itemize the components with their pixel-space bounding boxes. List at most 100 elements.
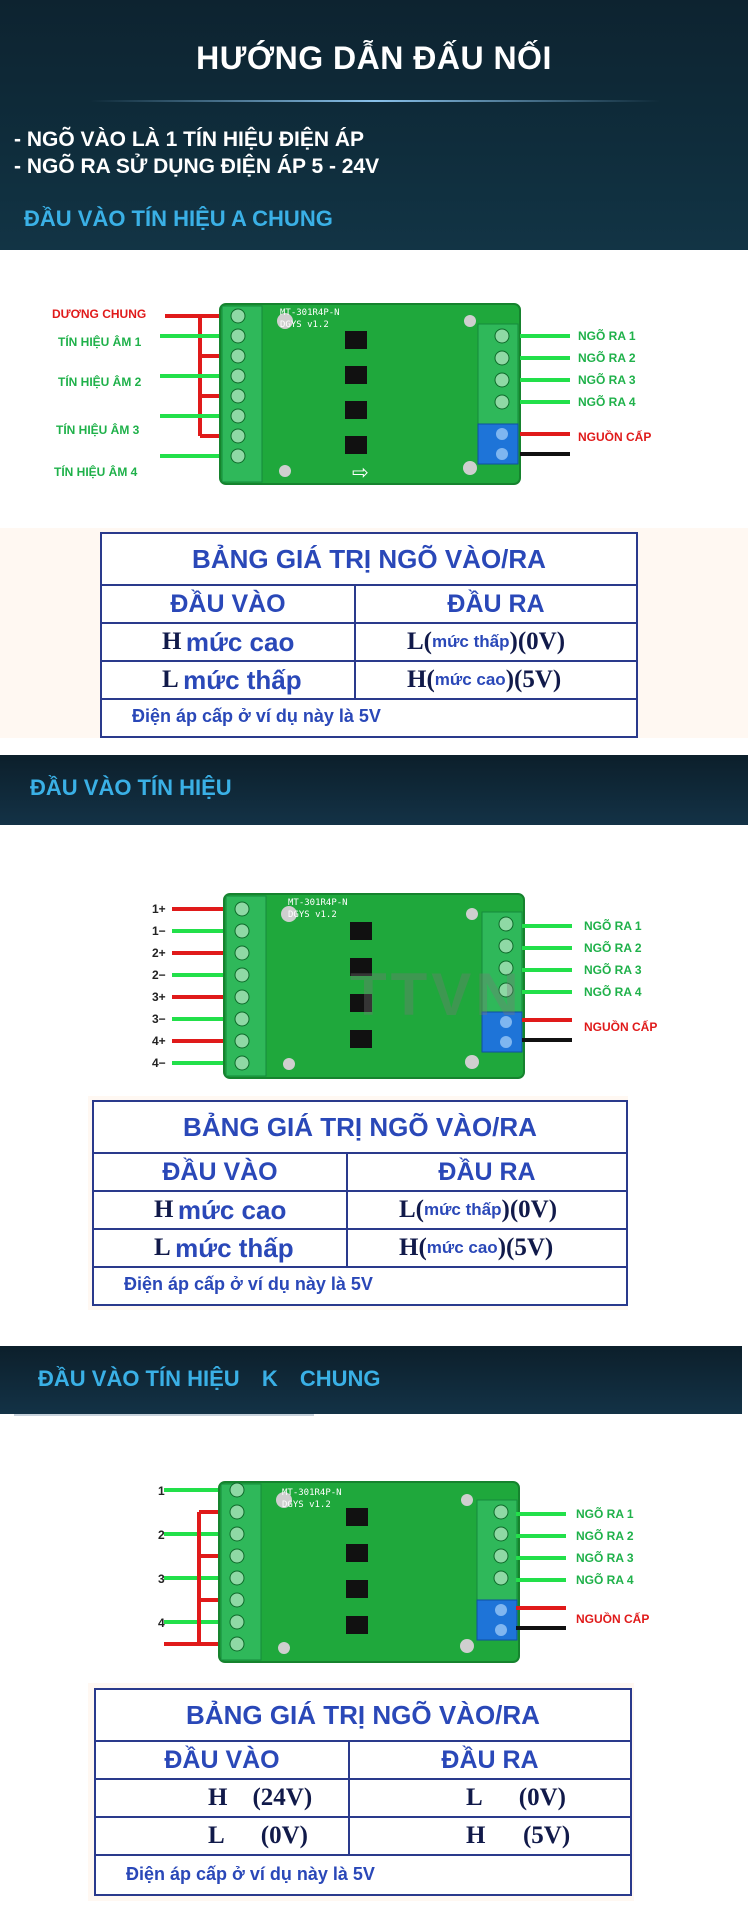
s2-label-1p: 1+ [152, 902, 166, 916]
col-input-header: ĐẦU VÀO [170, 589, 286, 618]
table-title: BẢNG GIÁ TRỊ NGÕ VÀO/RA [186, 1699, 540, 1730]
s1-output-label-2: NGÕ RA 2 [578, 351, 636, 365]
header-banner: HƯỚNG DẪN ĐẤU NỐI - NGÕ VÀO LÀ 1 TÍN HIỆ… [0, 0, 748, 250]
section3-underline [14, 1414, 314, 1416]
s1-output-wires [520, 334, 570, 456]
output-code: L( [399, 1196, 424, 1223]
title-underline [90, 100, 660, 102]
s2-output-label-3: NGÕ RA 3 [584, 963, 642, 977]
s3-output-label-3: NGÕ RA 3 [576, 1551, 634, 1565]
table-title-row: BẢNG GIÁ TRỊ NGÕ VÀO/RA [96, 1690, 630, 1742]
output-code: L( [407, 628, 432, 655]
input-level: mức cao [177, 1194, 287, 1225]
table-title: BẢNG GIÁ TRỊ NGÕ VÀO/RA [192, 543, 546, 574]
input-code: H [162, 628, 182, 655]
input-value: L (0V) [208, 1822, 308, 1849]
s1-board-silk-model: MT-301R4P-N [280, 308, 340, 318]
s3-output-label-4: NGÕ RA 4 [576, 1573, 634, 1587]
s1-label-signal-1: TÍN HIỆU ÂM 1 [58, 335, 142, 349]
col-input-header: ĐẦU VÀO [162, 1157, 278, 1186]
section3-title-suffix: CHUNG [299, 1366, 381, 1391]
output-voltage: )(5V) [497, 1234, 554, 1261]
section2-title: ĐẦU VÀO TÍN HIỆU [30, 775, 232, 800]
s2-wiring-diagram [172, 893, 525, 1079]
col-output-header: ĐẦU RA [447, 589, 545, 618]
table-note: Điện áp cấp ở ví dụ này là 5V [132, 706, 381, 726]
s3-label-4: 4 [158, 1616, 165, 1630]
input-code: L [162, 666, 179, 693]
output-value: L (0V) [466, 1784, 566, 1811]
input-level: mức thấp [175, 1232, 294, 1263]
s2-board-silk-model: MT-301R4P-N [288, 898, 348, 908]
output-level: mức thấp [424, 1200, 502, 1219]
s3-board-silk-version: DGYS v1.2 [282, 1500, 331, 1510]
s2-label-2n: 2− [152, 968, 166, 982]
table-title: BẢNG GIÁ TRỊ NGÕ VÀO/RA [183, 1111, 537, 1142]
section2-banner: ĐẦU VÀO TÍN HIỆU [0, 755, 748, 825]
s1-value-table: BẢNG GIÁ TRỊ NGÕ VÀO/RA ĐẦU VÀO ĐẦU RA H… [100, 532, 638, 738]
page-title: HƯỚNG DẪN ĐẤU NỐI [196, 40, 552, 76]
output-level: mức cao [426, 1238, 498, 1257]
output-code: H( [407, 666, 435, 693]
s3-output-wires [516, 1512, 566, 1630]
table-header-row: ĐẦU VÀO ĐẦU RA [94, 1154, 626, 1192]
input-code: H [154, 1196, 174, 1223]
s1-power-label: NGUỒN CẤP [578, 430, 652, 444]
s3-board-silk-model: MT-301R4P-N [282, 1488, 342, 1498]
col-input-header: ĐẦU VÀO [164, 1745, 280, 1774]
section1-title: ĐẦU VÀO TÍN HIỆU A CHUNG [24, 206, 333, 231]
col-output-header: ĐẦU RA [441, 1745, 539, 1774]
table-row: H mức cao L( mức thấp )(0V) [102, 624, 636, 662]
s2-label-3p: 3+ [152, 990, 166, 1004]
s2-label-4p: 4+ [152, 1034, 166, 1048]
s2-label-3n: 3− [152, 1012, 166, 1026]
section3-banner: ĐẦU VÀO TÍN HIỆU K CHUNG [0, 1346, 742, 1414]
s1-label-signal-2: TÍN HIỆU ÂM 2 [58, 375, 142, 389]
header-note-output: - NGÕ RA SỬ DỤNG ĐIỆN ÁP 5 - 24V [14, 155, 380, 178]
section3-title-k: K [261, 1366, 278, 1391]
output-value: H (5V) [466, 1822, 571, 1849]
s3-label-3: 3 [158, 1572, 165, 1586]
s2-board-silk-version: DGYS v1.2 [288, 910, 337, 920]
s2-output-wires [522, 924, 572, 1042]
table-note: Điện áp cấp ở ví dụ này là 5V [124, 1274, 373, 1294]
input-code: L [154, 1234, 171, 1261]
table-header-row: ĐẦU VÀO ĐẦU RA [96, 1742, 630, 1780]
s2-label-1n: 1− [152, 924, 166, 938]
table-header-row: ĐẦU VÀO ĐẦU RA [102, 586, 636, 624]
s1-label-signal-4: TÍN HIỆU ÂM 4 [54, 465, 138, 479]
s3-wiring-diagram [164, 1481, 520, 1663]
s3-output-label-2: NGÕ RA 2 [576, 1529, 634, 1543]
s2-label-4n: 4− [152, 1056, 166, 1070]
output-level: mức thấp [432, 632, 510, 651]
table-note: Điện áp cấp ở ví dụ này là 5V [126, 1864, 375, 1884]
table-row: L (0V) H (5V) [96, 1818, 630, 1856]
table-row: L mức thấp H( mức cao )(5V) [102, 662, 636, 700]
s1-board-arrow-icon: ⇨ [352, 462, 369, 484]
s1-output-label-1: NGÕ RA 1 [578, 329, 636, 343]
s3-label-2: 2 [158, 1528, 165, 1542]
table-row: H (24V) L (0V) [96, 1780, 630, 1818]
s3-power-label: NGUỒN CẤP [576, 1612, 650, 1626]
input-value: H (24V) [208, 1784, 313, 1811]
s1-label-signal-3: TÍN HIỆU ÂM 3 [56, 423, 140, 437]
s2-output-label-1: NGÕ RA 1 [584, 919, 642, 933]
s1-output-label-4: NGÕ RA 4 [578, 395, 636, 409]
s2-watermark: TTVN [350, 961, 523, 1028]
output-code: H( [399, 1234, 427, 1261]
s1-label-common-positive: DƯƠNG CHUNG [52, 307, 147, 321]
output-voltage: )(0V) [501, 1196, 558, 1223]
header-note-input: - NGÕ VÀO LÀ 1 TÍN HIỆU ĐIỆN ÁP [14, 128, 365, 151]
s1-board-silk-version: DGYS v1.2 [280, 320, 329, 330]
table-title-row: BẢNG GIÁ TRỊ NGÕ VÀO/RA [94, 1102, 626, 1154]
s2-power-label: NGUỒN CẤP [584, 1020, 658, 1034]
s2-label-2p: 2+ [152, 946, 166, 960]
s2-output-label-2: NGÕ RA 2 [584, 941, 642, 955]
table-row: H mức cao L( mức thấp )(0V) [94, 1192, 626, 1230]
table-row: L mức thấp H( mức cao )(5V) [94, 1230, 626, 1268]
input-level: mức thấp [183, 664, 302, 695]
s2-value-table: BẢNG GIÁ TRỊ NGÕ VÀO/RA ĐẦU VÀO ĐẦU RA H… [92, 1100, 628, 1306]
table-title-row: BẢNG GIÁ TRỊ NGÕ VÀO/RA [102, 534, 636, 586]
s2-output-label-4: NGÕ RA 4 [584, 985, 642, 999]
output-level: mức cao [434, 670, 506, 689]
